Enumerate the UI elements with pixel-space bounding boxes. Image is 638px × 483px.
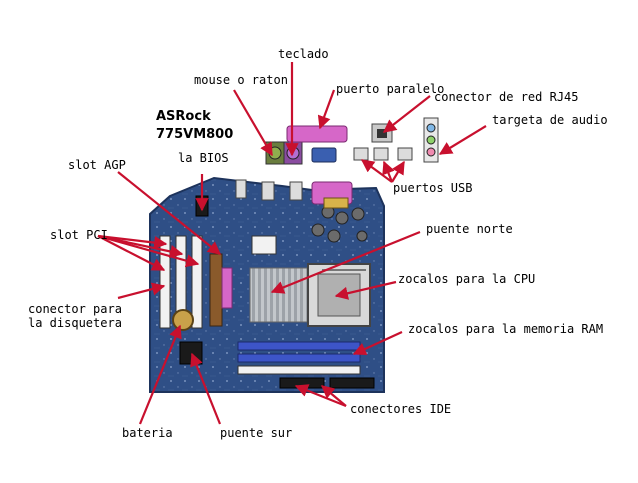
ram-slots xyxy=(237,341,361,375)
arrow-pci-3 xyxy=(97,234,200,268)
label-ide: conectores IDE xyxy=(350,402,452,416)
label-ram: zocalos para la memoria RAM xyxy=(408,322,604,336)
arrow-audio xyxy=(438,125,487,155)
label-red: conector de red RJ45 xyxy=(434,90,579,104)
southbridge-chip xyxy=(179,341,203,365)
label-cpu: zocalos para la CPU xyxy=(398,272,536,286)
arrow-agp xyxy=(117,171,222,255)
label-mouse: mouse o raton xyxy=(194,73,288,87)
northbridge-heatsink xyxy=(249,267,311,323)
arrow-paralelo xyxy=(317,89,336,130)
arrow-mouse xyxy=(233,89,273,157)
label-bateria: bateria xyxy=(122,426,173,440)
pci-slots xyxy=(159,235,203,329)
agp-slot xyxy=(209,253,223,327)
parallel-port xyxy=(286,125,348,143)
arrow-usb-2 xyxy=(382,160,395,183)
board-model: 775VM800 xyxy=(156,127,234,142)
board-brand: ASRock xyxy=(156,109,211,124)
arrow-ide-2 xyxy=(320,385,347,407)
arrow-norte xyxy=(270,230,421,294)
arrow-red xyxy=(382,95,431,133)
arrow-usb-1 xyxy=(360,159,393,183)
label-paralelo: puerto paralelo xyxy=(336,82,445,96)
arrow-sur xyxy=(190,352,222,425)
arrow-cpu xyxy=(334,280,397,300)
arrow-bateria xyxy=(138,324,182,425)
power-connector xyxy=(251,235,277,255)
vga-port xyxy=(311,147,337,163)
capacitors xyxy=(311,197,368,243)
arrow-disquetera xyxy=(117,282,166,300)
label-sur: puente sur xyxy=(220,426,293,440)
arrow-ram xyxy=(352,331,403,356)
label-norte: puente norte xyxy=(426,222,513,236)
label-usb: puertos USB xyxy=(393,181,473,195)
usb-port xyxy=(373,147,389,161)
usb-port xyxy=(397,147,413,161)
label-audio: targeta de audio xyxy=(492,113,608,127)
label-agp: slot AGP xyxy=(68,158,126,172)
arrow-usb-3 xyxy=(391,160,405,183)
usb-port xyxy=(353,147,369,161)
label-disquetera: conector para la disquetera xyxy=(28,302,122,330)
cmos-battery xyxy=(172,309,194,331)
pink-header xyxy=(221,267,233,309)
arrow-pci-4 xyxy=(97,235,166,271)
label-teclado: teclado xyxy=(278,47,329,61)
label-bios: la BIOS xyxy=(178,151,229,165)
leader-arrows xyxy=(97,62,487,425)
label-pci: slot PCI xyxy=(50,228,108,242)
